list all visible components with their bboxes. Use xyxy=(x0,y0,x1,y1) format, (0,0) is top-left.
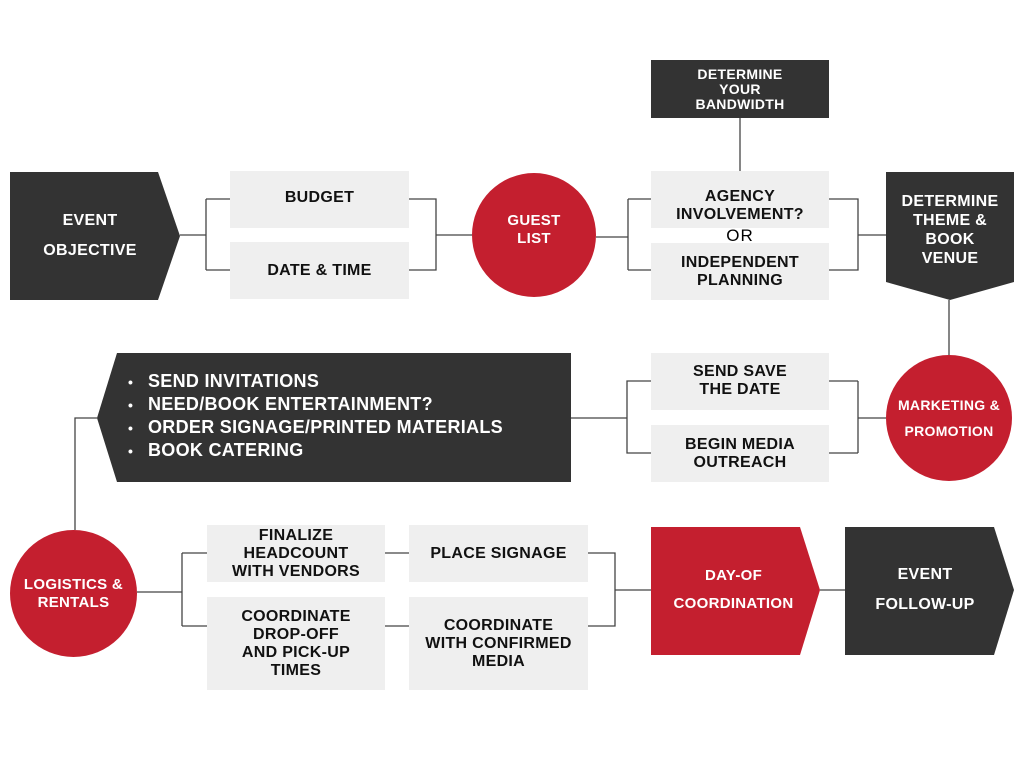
connector-guest-list-out xyxy=(596,198,651,271)
logistics-circle: LOGISTICS & RENTALS xyxy=(10,530,137,657)
task-item: • ORDER SIGNAGE/PRINTED MATERIALS xyxy=(128,416,503,439)
agency-box: AGENCY INVOLVEMENT? xyxy=(651,171,829,228)
event-objective-line-2: OBJECTIVE xyxy=(43,242,137,259)
guest-list-line-2: LIST xyxy=(517,230,551,247)
media-outreach-box: BEGIN MEDIA OUTREACH xyxy=(651,425,829,482)
event-objective-line-1: EVENT xyxy=(62,212,118,229)
connector-objective xyxy=(180,198,230,271)
bullet-icon: • xyxy=(128,374,134,390)
signage-label: PLACE SIGNAGE xyxy=(430,544,567,562)
task-text: SEND INVITATIONS xyxy=(148,371,320,391)
task-text: BOOK CATERING xyxy=(148,440,304,460)
confirmed-media-line-1: COORDINATE xyxy=(443,617,554,634)
bullet-icon: • xyxy=(128,443,134,459)
agency-line-2: INVOLVEMENT? xyxy=(676,206,804,223)
headcount-line-3: WITH VENDORS xyxy=(231,562,361,580)
logistics-line-1: LOGISTICS & xyxy=(23,575,124,593)
confirmed-media-box: COORDINATE WITH CONFIRMED MEDIA xyxy=(409,597,588,690)
bandwidth-line-3: BANDWIDTH xyxy=(695,95,785,112)
guest-list-line-1: GUEST xyxy=(507,212,561,229)
connector-day-of-in xyxy=(588,552,651,627)
independent-line-1: INDEPENDENT xyxy=(681,254,799,271)
day-of-line-1: DAY-OF xyxy=(704,567,763,584)
follow-up-shape xyxy=(845,527,1014,655)
day-of-shape xyxy=(651,527,820,655)
bandwidth-box: DETERMINE YOUR BANDWIDTH xyxy=(651,60,829,118)
save-date-line-1: SEND SAVE xyxy=(693,363,787,380)
agency-line-1: AGENCY xyxy=(704,188,776,205)
dropoff-line-2: DROP-OFF xyxy=(253,625,339,643)
dropoff-line-1: COORDINATE xyxy=(241,607,351,625)
follow-up-line-1: EVENT xyxy=(897,566,953,583)
theme-venue-box: DETERMINE THEME & BOOK VENUE xyxy=(886,192,1014,270)
tasks-box: • SEND INVITATIONS • NEED/BOOK ENTERTAINME… xyxy=(128,370,568,462)
bullet-icon: • xyxy=(128,397,134,413)
task-item: • SEND INVITATIONS xyxy=(128,370,503,393)
signage-box: PLACE SIGNAGE xyxy=(409,525,588,582)
save-date-box: SEND SAVE THE DATE xyxy=(651,353,829,410)
theme-venue-line-4: VENUE xyxy=(921,250,979,267)
task-text: ORDER SIGNAGE/PRINTED MATERIALS xyxy=(148,417,503,437)
task-item: • NEED/BOOK ENTERTAINMENT? xyxy=(128,393,503,416)
dropoff-box: COORDINATE DROP-OFF AND PICK-UP TIMES xyxy=(207,597,385,690)
logistics-line-2: RENTALS xyxy=(37,593,110,611)
bullet-icon: • xyxy=(128,420,134,436)
bandwidth-line-1: DETERMINE xyxy=(697,65,783,82)
independent-box: INDEPENDENT PLANNING xyxy=(651,243,829,300)
connector-theme-in xyxy=(829,198,886,271)
task-item: • BOOK CATERING xyxy=(128,439,503,462)
marketing-circle: MARKETING & PROMOTION xyxy=(886,355,1012,481)
task-text: NEED/BOOK ENTERTAINMENT? xyxy=(148,394,433,414)
budget-label: BUDGET xyxy=(284,189,355,206)
follow-up-line-2: FOLLOW-UP xyxy=(875,596,975,613)
connector-logistics-out xyxy=(137,552,207,627)
confirmed-media-line-2: WITH CONFIRMED xyxy=(425,635,572,652)
connector-tasks-in xyxy=(571,380,651,454)
connector-marketing-out xyxy=(829,380,886,454)
dropoff-line-3: AND PICK-UP xyxy=(241,643,351,661)
headcount-box: FINALIZE HEADCOUNT WITH VENDORS xyxy=(207,525,385,582)
theme-venue-line-1: DETERMINE xyxy=(901,193,999,210)
or-label: OR xyxy=(700,226,780,246)
marketing-line-2: PROMOTION xyxy=(904,423,994,439)
event-objective-box: EVENT OBJECTIVE xyxy=(10,172,170,300)
headcount-line-2: HEADCOUNT xyxy=(243,544,349,562)
media-outreach-line-2: OUTREACH xyxy=(693,453,787,471)
task-list: • SEND INVITATIONS • NEED/BOOK ENTERTAINME… xyxy=(128,370,503,462)
follow-up-box: EVENT FOLLOW-UP xyxy=(845,540,1005,640)
media-outreach-line-1: BEGIN MEDIA xyxy=(685,435,795,453)
tasks-shape xyxy=(97,353,571,482)
event-objective-shape xyxy=(10,172,180,300)
confirmed-media-line-3: MEDIA xyxy=(471,653,526,670)
connector-mid xyxy=(385,552,409,627)
save-date-line-2: THE DATE xyxy=(699,381,781,398)
headcount-line-1: FINALIZE xyxy=(258,526,334,544)
independent-line-2: PLANNING xyxy=(697,272,783,289)
date-time-box: DATE & TIME xyxy=(230,242,409,299)
or-text: OR xyxy=(726,226,754,245)
budget-box: BUDGET xyxy=(230,171,409,228)
day-of-line-2: COORDINATION xyxy=(673,595,794,612)
theme-venue-line-3: BOOK xyxy=(925,231,975,248)
theme-venue-shape xyxy=(886,172,1014,300)
date-time-label: DATE & TIME xyxy=(267,261,372,279)
theme-venue-line-2: THEME & xyxy=(912,212,988,229)
marketing-line-1: MARKETING & xyxy=(897,397,1001,413)
connector-tasks-logistics xyxy=(74,417,97,530)
guest-list-circle: GUEST LIST xyxy=(472,173,596,297)
connector-guest-list-in xyxy=(409,198,472,271)
day-of-box: DAY-OF COORDINATION xyxy=(651,540,816,640)
bandwidth-line-2: YOUR xyxy=(719,80,761,97)
dropoff-line-4: TIMES xyxy=(270,661,322,679)
